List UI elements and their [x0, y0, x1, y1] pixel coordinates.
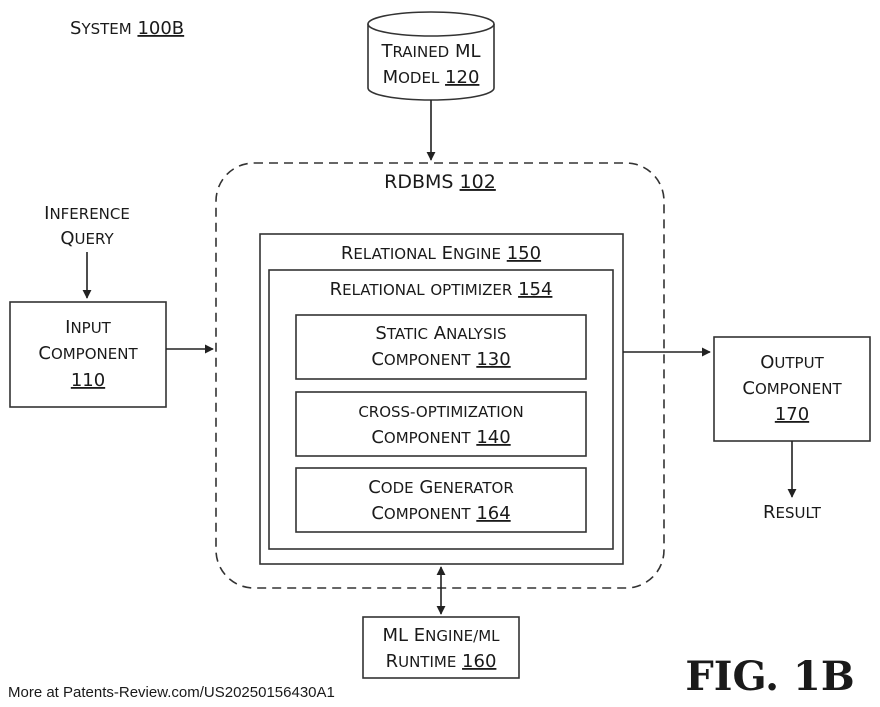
label-initial: ML	[455, 41, 481, 62]
label-smallcaps: NGINE/ML	[425, 627, 500, 645]
label-smallcaps: NPUT	[70, 319, 111, 337]
relational-optimizer-label: RELATIONAL OPTIMIZER 154	[330, 279, 553, 300]
label-initial: S	[375, 323, 386, 344]
label-initial: C	[742, 378, 755, 399]
label-smallcaps: ODEL	[398, 69, 440, 87]
label-initial: E	[442, 243, 453, 264]
input-component-label: INPUT	[65, 317, 112, 338]
output-component-label: OUTPUT	[760, 352, 824, 373]
label-smallcaps: ELATIONAL	[353, 245, 436, 263]
label-smallcaps: ODE	[381, 479, 414, 497]
label-smallcaps: YSTEM	[80, 20, 131, 38]
label-initial: O	[760, 352, 774, 373]
reference-number: 150	[507, 243, 541, 264]
reference-number: 140	[476, 427, 510, 448]
inference-query-label-line2: QUERY	[60, 228, 114, 249]
input-component-number: 110	[71, 370, 105, 391]
label-initial: ML	[383, 625, 409, 646]
reference-number: 160	[462, 651, 496, 672]
label-initial: M	[383, 67, 399, 88]
static-analysis-component-label: STATIC ANALYSIS	[375, 323, 506, 344]
label-smallcaps: OPTIMIZER	[430, 281, 512, 299]
output-component-label-line2: COMPONENT	[742, 378, 842, 399]
result-label: RESULT	[763, 502, 822, 523]
label-initial: C	[38, 343, 51, 364]
label-smallcaps: ELATIONAL	[342, 281, 425, 299]
static-analysis-component-label-line2: COMPONENT 130	[371, 349, 510, 370]
label-smallcaps: ESULT	[776, 504, 822, 522]
code-generator-component-box	[295, 467, 587, 533]
label-smallcaps: OMPONENT	[384, 351, 472, 369]
label-smallcaps: NGINE	[453, 245, 501, 263]
source-footer: More at Patents-Review.com/US20250156430…	[8, 684, 335, 701]
label-initial: C	[368, 477, 381, 498]
reference-number: 120	[445, 67, 479, 88]
label-smallcaps: NALYSIS	[446, 325, 506, 343]
reference-number: 154	[518, 279, 552, 300]
label-smallcaps: UTPUT	[774, 354, 824, 372]
relational-engine-label: RELATIONAL ENGINE 150	[341, 243, 541, 264]
label-initial: I	[65, 317, 70, 338]
label-initial: I	[44, 203, 49, 224]
label-initial: R	[330, 279, 343, 300]
static-analysis-component-box	[295, 314, 587, 380]
label-initial: Q	[60, 228, 74, 249]
figure-label: FIG. 1B	[685, 653, 854, 700]
cross-optimization-component-label: CROSS-OPTIMIZATION	[358, 403, 523, 421]
label-smallcaps: OMPONENT	[384, 505, 472, 523]
label-smallcaps: ENERATOR	[433, 479, 513, 497]
reference-number: 170	[775, 404, 809, 425]
label-initial: C	[371, 427, 384, 448]
label-smallcaps: NFERENCE	[49, 205, 129, 223]
input-component-label-line2: COMPONENT	[38, 343, 138, 364]
trained-ml-model-database: TRAINED ML MODEL 120	[367, 11, 495, 101]
label-initial: C	[371, 349, 384, 370]
reference-number: 100B	[137, 18, 184, 39]
label-initial: C	[371, 503, 384, 524]
rdbms-name: RDBMS	[384, 171, 453, 193]
reference-number: 110	[71, 370, 105, 391]
label-initial: R	[763, 502, 776, 523]
label-initial: G	[419, 477, 433, 498]
label-smallcaps: OMPONENT	[384, 429, 472, 447]
label-smallcaps: RAINED	[392, 43, 449, 61]
code-generator-component-label: CODE GENERATOR	[368, 477, 514, 498]
label-smallcaps: CROSS-OPTIMIZATION	[358, 403, 523, 421]
label-initial: R	[341, 243, 354, 264]
label-initial: A	[434, 323, 447, 344]
input-component-box	[9, 301, 167, 408]
cross-optimization-component-box	[295, 391, 587, 457]
label-smallcaps: OMPONENT	[51, 345, 139, 363]
reference-number: 102	[460, 171, 496, 193]
inference-query-label: INFERENCE	[44, 203, 130, 224]
label-initial: T	[380, 41, 393, 62]
reference-number: 130	[476, 349, 510, 370]
label-initial: R	[386, 651, 399, 672]
cross-optimization-component-label-line2: COMPONENT 140	[371, 427, 510, 448]
rdbms-label: RDBMS 102	[384, 171, 496, 193]
label-smallcaps: TATIC	[386, 325, 428, 343]
code-generator-component-label-line2: COMPONENT 164	[371, 503, 510, 524]
ml-engine-runtime-label: ML ENGINE/ML	[383, 625, 501, 646]
output-component-number: 170	[775, 404, 809, 425]
label-smallcaps: OMPONENT	[755, 380, 843, 398]
ml-engine-runtime-label-line2: RUNTIME 160	[386, 651, 497, 672]
label-initial: S	[70, 18, 81, 39]
system-label: SYSTEM 100B	[70, 18, 184, 39]
reference-number: 164	[476, 503, 510, 524]
trained-ml-model-label: TRAINED ML	[380, 41, 480, 62]
trained-ml-model-label-line2: MODEL 120	[383, 67, 480, 88]
label-smallcaps: UERY	[75, 230, 115, 248]
label-smallcaps: UNTIME	[398, 653, 456, 671]
ml-engine-runtime-box	[362, 616, 520, 679]
label-initial: E	[414, 625, 425, 646]
